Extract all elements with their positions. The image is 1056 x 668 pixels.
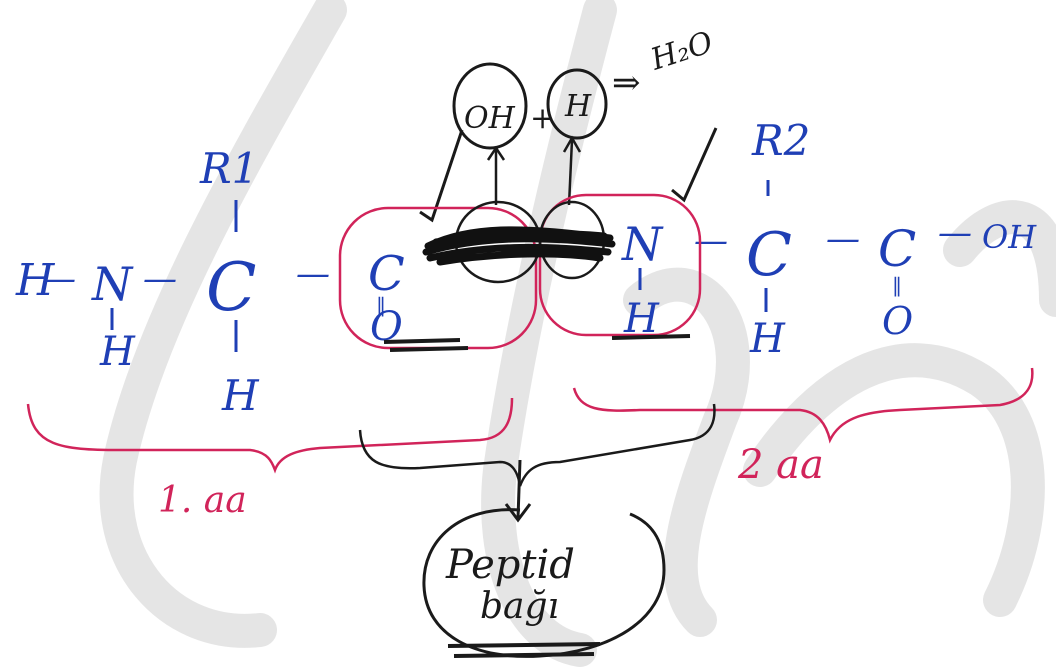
- r2-group: R2: [751, 116, 810, 165]
- amino-acid-braces: 1. aa 2 aa: [26, 367, 1034, 521]
- bond-c-c: —: [296, 254, 330, 294]
- nitrogen-2: N: [621, 217, 664, 271]
- double-bond-2: ‖: [892, 273, 902, 298]
- carboxyl-carbon-2: C: [878, 220, 916, 278]
- h-up-arrow: [567, 139, 574, 206]
- check-mark-left: [419, 129, 464, 223]
- amide-box: [538, 193, 702, 337]
- bond-c-oh: —: [938, 213, 972, 253]
- h-circle: [546, 68, 608, 140]
- oxygen-2: O: [882, 299, 913, 343]
- bond-label-line1: Peptid: [445, 542, 575, 588]
- scribbled-bond: [422, 226, 616, 266]
- bond-label-line2: bağı: [480, 586, 559, 627]
- peptide-bond-label: Peptid bağı: [358, 403, 716, 658]
- double-bond-1: ‖: [376, 293, 386, 318]
- hydroxyl-group: OH: [982, 218, 1037, 256]
- r1-group: R1: [199, 144, 258, 193]
- water-product: H₂O: [646, 25, 717, 78]
- down-arrow: [516, 459, 522, 519]
- oh-text: OH: [464, 101, 516, 136]
- alpha-carbon-2: C: [746, 220, 792, 290]
- carbonyl-carbon-1: C: [368, 246, 405, 302]
- brace-aa1: [26, 397, 514, 474]
- label-aa1: 1. aa: [158, 480, 247, 521]
- h-under-nitrogen-1: H: [99, 329, 136, 375]
- reacting-groups: [338, 193, 702, 352]
- h-text: H: [564, 89, 592, 124]
- label-aa2: 2 aa: [737, 442, 824, 488]
- amino-acid-1: H — N — H R1 C H — C ‖ O: [15, 144, 405, 420]
- brace-bond: [358, 403, 716, 487]
- check-mark-right: [671, 127, 718, 203]
- reaction-arrow: ⇒: [612, 63, 641, 103]
- h-left: H: [15, 255, 56, 306]
- alpha-carbon-1: C: [206, 249, 257, 326]
- nitrogen-1: N: [91, 257, 134, 311]
- bond-c-c-2: —: [826, 219, 860, 259]
- oh-circle: [452, 62, 528, 150]
- bond-h-n: —: [42, 259, 76, 299]
- water-reaction: OH + H ⇒ H₂O: [419, 25, 718, 223]
- brace-aa2: [572, 367, 1034, 444]
- bond-n-c: —: [143, 259, 177, 299]
- h-under-carbon-2: H: [749, 316, 786, 362]
- h-under-carbon-1: H: [221, 371, 260, 420]
